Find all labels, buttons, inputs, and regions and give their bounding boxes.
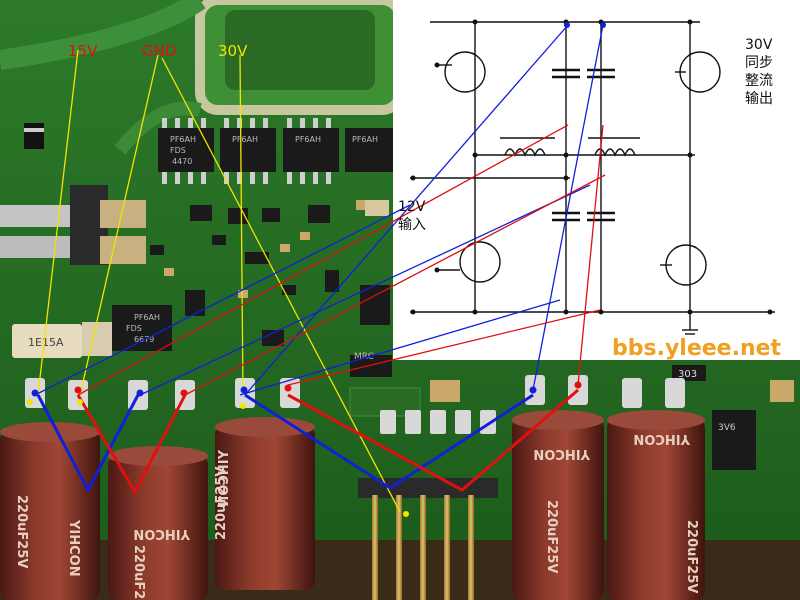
capacitor-group [0,410,705,600]
label-30v-output: 30V 同步 整流 输出 [745,36,773,108]
svg-text:220uF25V: 220uF25V [131,545,146,600]
mosfet-row [158,118,395,184]
svg-text:220uF25V: 220uF25V [214,467,229,540]
label-12v: 12V [398,199,426,215]
label-input-word: 输入 [398,217,426,233]
watermark: bbs.yleee.net [612,336,782,361]
svg-text:220uF25V: 220uF25V [684,520,699,593]
mosfet1-mark: PF6AH [170,135,196,144]
wires-red [77,124,606,396]
svg-text:303: 303 [678,369,697,380]
mosfet1-sub: FDS [170,146,186,155]
svg-text:YIHCON: YIHCON [633,431,691,446]
svg-text:MRC: MRC [354,352,374,362]
ic-3v6 [712,410,756,470]
capacitor-labels: YIHCON 220uF25V YIHCON 220uF25V YIHCON 2… [14,431,699,600]
svg-text:YIHCON: YIHCON [533,446,591,461]
label-output-line1: 同步 [745,55,773,71]
mosfet-left [112,305,172,351]
label-15v: 15V [68,42,98,60]
label-30v: 30V [218,42,248,60]
pin-markers [27,22,606,517]
schematic-nodes [410,19,773,315]
mosfet3-mark: PF6AH [295,135,321,144]
svg-text:220uF25V: 220uF25V [544,500,559,573]
label-gnd: GND [142,42,177,60]
svg-text:YIHCON: YIHCON [133,526,191,541]
regulator-heatsink [0,205,85,227]
svg-text:220uF25V: 220uF25V [14,495,29,568]
mosfet4-mark: PF6AH [352,135,378,144]
svg-text:1E15A: 1E15A [28,336,64,349]
svg-text:YIHCON: YIHCON [217,449,232,507]
label-12v-input: 12V 输入 [398,198,426,234]
svg-text:FDS: FDS [126,324,142,333]
label-output-30v: 30V [745,37,773,53]
pin-header-body [358,478,498,498]
label-output-line3: 输出 [745,91,773,107]
svg-text:YIHCON: YIHCON [66,519,81,577]
svg-text:3V6: 3V6 [718,423,736,433]
schematic-drawing [410,21,775,335]
ic-mrc [350,355,392,377]
label-output-line2: 整流 [745,73,773,89]
pin-header-pins [372,495,474,600]
svg-text:PF6AH: PF6AH [134,313,160,322]
mosfet1-code: 4470 [172,157,192,166]
wire-bold [36,388,579,496]
wires-blue [34,24,604,396]
mosfet2-mark: PF6AH [232,135,258,144]
smd-303 [672,365,706,381]
diode [24,123,44,149]
wires-yellow [37,49,401,513]
fuse [12,324,82,358]
